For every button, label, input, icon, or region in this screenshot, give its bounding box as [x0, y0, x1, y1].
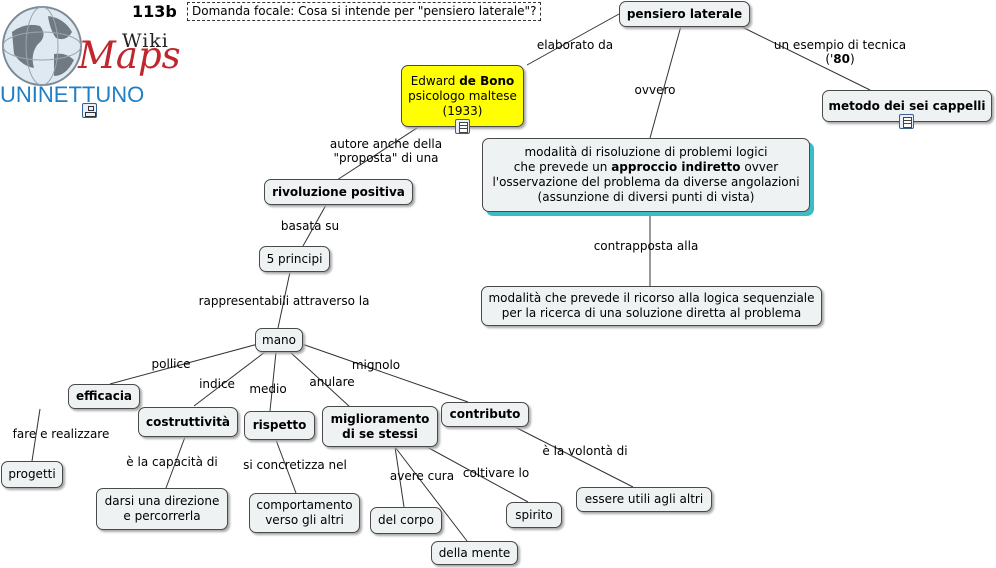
link-label: elaborato da — [536, 38, 614, 52]
logo-university-text: UNINETTUNO — [0, 82, 145, 107]
link-label: basata su — [280, 219, 340, 233]
link-label: coltivare lo — [462, 466, 530, 480]
link-label: autore anche della "proposta" di una — [329, 137, 443, 165]
edge — [277, 271, 291, 329]
link-label: fare e realizzare — [12, 427, 110, 441]
node-approccio-indiretto[interactable]: modalità di risoluzione di problemi logi… — [482, 138, 810, 212]
edge — [193, 351, 266, 407]
link-label: anulare — [309, 375, 355, 389]
globe-icon — [2, 6, 82, 86]
link-label: si concretizza nel — [243, 458, 347, 472]
document-icon[interactable] — [899, 114, 914, 129]
node-pensiero-laterale[interactable]: pensiero laterale — [619, 1, 750, 27]
node-rispetto[interactable]: rispetto — [244, 411, 315, 440]
map-number: 113b — [132, 2, 177, 21]
node-5-principi[interactable]: 5 principi — [259, 246, 330, 272]
link-label: pollice — [151, 357, 191, 371]
node-del-corpo[interactable]: del corpo — [370, 507, 442, 534]
link-label: mignolo — [351, 358, 401, 372]
link-label: ovvero — [634, 83, 676, 97]
link-label: indice — [199, 377, 235, 391]
sitemap-icon[interactable] — [82, 103, 97, 118]
edge — [649, 25, 682, 139]
edge — [275, 439, 297, 494]
link-label: medio — [249, 382, 287, 396]
node-essere-utili[interactable]: essere utili agli altri — [576, 487, 712, 512]
edge — [109, 343, 259, 385]
node-efficacia[interactable]: efficacia — [68, 384, 140, 409]
edge — [301, 343, 469, 403]
edge — [514, 426, 634, 488]
logo-maps-text: Maps — [78, 34, 181, 77]
edge — [336, 125, 421, 181]
edge — [165, 436, 186, 489]
node-logica-sequenziale[interactable]: modalità che prevede il ricorso alla log… — [481, 286, 822, 326]
edge — [426, 446, 529, 503]
node-edward-de-bono[interactable]: Edward de Bono psicologo maltese (1933) — [401, 65, 524, 127]
edge — [302, 204, 327, 247]
logo: Wiki Maps UNINETTUNO — [0, 0, 181, 118]
node-miglioramento[interactable]: miglioramento di se stessi — [322, 406, 438, 447]
link-label: è la capacità di — [126, 455, 218, 469]
node-comportamento[interactable]: comportamento verso gli altri — [249, 493, 360, 533]
edge — [526, 13, 620, 66]
node-rivoluzione-positiva[interactable]: rivoluzione positiva — [264, 179, 413, 205]
node-mano[interactable]: mano — [255, 328, 303, 352]
node-costruttivita[interactable]: costruttività — [138, 407, 238, 437]
logo-wiki-text: Wiki — [122, 30, 169, 52]
edge — [269, 351, 277, 412]
node-metodo-sei-cappelli[interactable]: metodo dei sei cappelli — [822, 90, 992, 122]
node-spirito[interactable]: spirito — [506, 502, 562, 528]
edge — [394, 446, 405, 508]
node-darsi-direzione[interactable]: darsi una direzione e percorrerla — [96, 488, 228, 530]
link-label: avere cura — [389, 469, 455, 483]
node-progetti[interactable]: progetti — [1, 461, 63, 488]
link-label: contrapposta alla — [593, 239, 699, 253]
document-icon[interactable] — [455, 119, 470, 134]
node-della-mente[interactable]: della mente — [431, 541, 518, 565]
focal-question: Domanda focale: Cosa si intende per "pen… — [187, 2, 542, 21]
edge — [394, 446, 468, 542]
edge — [289, 351, 351, 408]
link-label: rappresentabili attraverso la — [198, 294, 370, 308]
link-label: un esempio di tecnica ('80) — [773, 38, 907, 66]
link-label: è la volontà di — [542, 444, 628, 458]
node-contributo[interactable]: contributo — [441, 402, 529, 427]
edge — [739, 25, 871, 91]
edge — [31, 408, 41, 462]
